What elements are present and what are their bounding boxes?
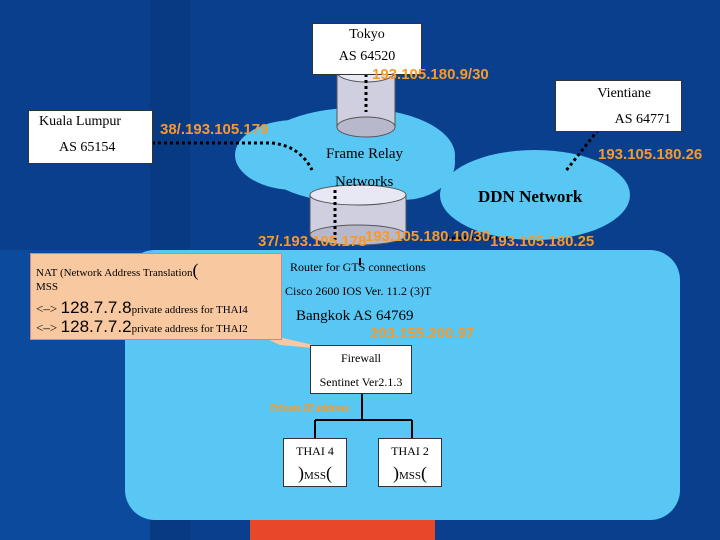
bangkok-label: Bangkok AS 64769: [296, 308, 414, 324]
frame-relay-label-line1: Frame Relay: [326, 146, 404, 162]
bangkok-ip: 203.155.200.97: [370, 325, 475, 342]
thai4-host-box: THAI 4 )MSS(: [283, 438, 347, 487]
ddn-cloud: [440, 150, 630, 240]
bangkok-ip-tokyo-link: 193.105.180.10/30: [365, 228, 491, 245]
tokyo-name: Tokyo: [349, 27, 385, 42]
vientiane-as: AS 64771: [614, 112, 671, 127]
thai4-name: THAI 4: [296, 444, 334, 458]
firewall-box: Firewall Sentinet Ver2.1.3: [310, 345, 412, 394]
tokyo-ip: 193.105.180.9/30: [372, 66, 489, 83]
vientiane-node-box: Vientiane AS 64771: [555, 80, 682, 132]
ddn-network-label: DDN Network: [478, 187, 583, 206]
private-ip-label: Private IP address: [270, 403, 349, 414]
thai2-host-box: THAI 2 )MSS(: [378, 438, 442, 487]
router-info-line2: Cisco 2600 IOS Ver. 11.2 (3)T: [285, 284, 432, 298]
bangkok-ip-vientiane-link: 193.105.180.25: [490, 233, 595, 250]
thai2-mss: )MSS(: [392, 463, 428, 483]
tokyo-node-box: Tokyo AS 64520: [312, 23, 422, 75]
frame-relay-cloud-lobe: [235, 120, 355, 190]
vientiane-ip: 193.105.180.26: [598, 146, 703, 163]
vientiane-name: Vientiane: [597, 86, 651, 101]
bottom-accent-bar: [250, 520, 435, 540]
kuala-lumpur-node-box: Kuala Lumpur AS 65154: [28, 110, 153, 164]
tokyo-as: AS 64520: [338, 49, 396, 64]
kuala-lumpur-ip: 38/.193.105.179: [160, 121, 269, 138]
nat-title: NAT (Network Address Translation(: [36, 260, 199, 280]
nat-line-2: <–> 128.7.7.2private address for THAI2: [36, 317, 248, 336]
nat-mss: MSS: [36, 281, 59, 293]
kuala-lumpur-name: Kuala Lumpur: [39, 114, 122, 129]
frame-relay-label-line2: Networks: [335, 174, 394, 190]
firewall-version: Sentinet Ver2.1.3: [319, 375, 403, 389]
firewall-label: Firewall: [341, 351, 381, 365]
router-info-line1: Router for GTS connections: [290, 260, 426, 274]
nat-line-1: <–> 128.7.7.8private address for THAI4: [36, 298, 248, 317]
bangkok-ip-kl-link: 37/.193.105.178: [258, 233, 367, 250]
kuala-lumpur-as: AS 65154: [59, 140, 116, 155]
thai2-name: THAI 2: [391, 444, 429, 458]
thai4-mss: )MSS(: [297, 463, 333, 483]
nat-callout-box: [30, 253, 282, 340]
